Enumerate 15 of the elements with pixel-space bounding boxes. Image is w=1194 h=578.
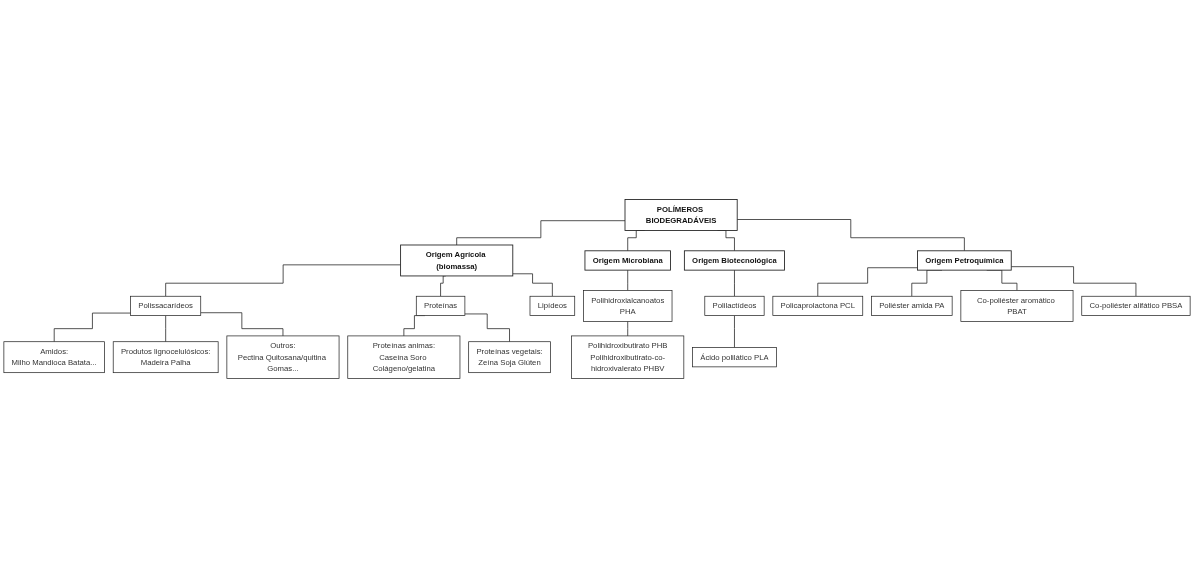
connector (817, 267, 918, 297)
connector (165, 264, 401, 297)
connector (53, 312, 131, 343)
connector (456, 220, 626, 246)
connector (627, 269, 629, 291)
connector (734, 315, 735, 348)
connector (464, 313, 510, 343)
connector (200, 312, 284, 337)
connector (512, 273, 553, 297)
connector (440, 275, 447, 297)
connector (734, 269, 735, 297)
connector (736, 219, 965, 252)
connector (165, 315, 167, 343)
connector (1010, 266, 1137, 297)
connector (627, 321, 629, 337)
